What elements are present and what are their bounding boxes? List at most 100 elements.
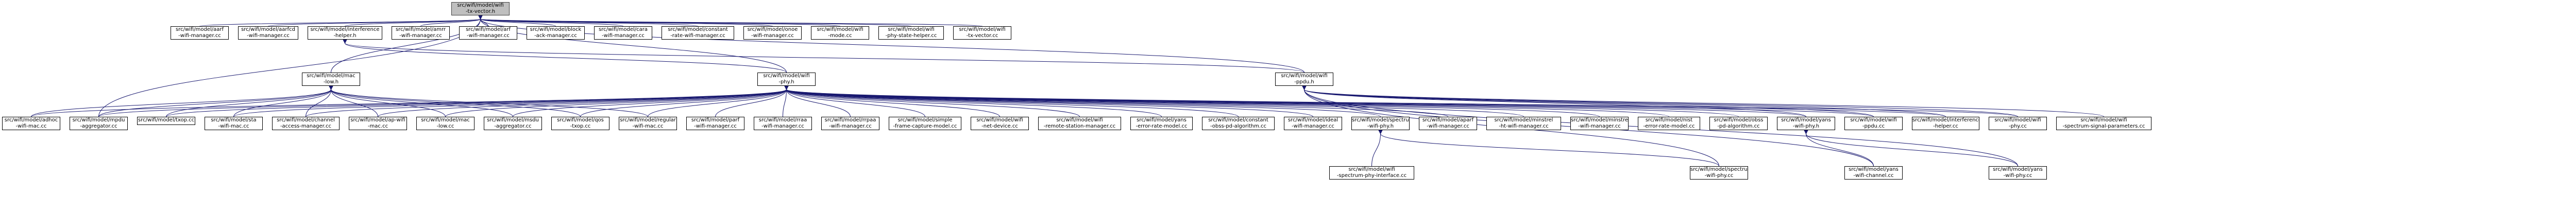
node-label-line: -pd-algorithm.cc [1717,123,1760,129]
node-label-line: src/wifi/model/spectrum [1352,117,1410,123]
node-regular-wifi-mac-cc[interactable]: src/wifi/model/regular -wifi-mac.cc [619,117,677,130]
node-interference-helper-h[interactable]: src/wifi/model/interference -helper.h [308,26,382,40]
node-spectrum-wifi-phy-cc[interactable]: src/wifi/model/spectrum -wifi-phy.cc [1690,166,1748,180]
node-label-line: -wifi-phy.h [1367,123,1394,129]
node-arf-wifi-manager-cc[interactable]: src/wifi/model/arf -wifi-manager.cc [459,26,517,40]
node-ap-wifi-mac-cc[interactable]: src/wifi/model/ap-wifi -mac.cc [349,117,407,130]
dependency-edge [784,85,1381,117]
dependency-edge [784,85,1524,117]
node-label-line: src/wifi/model/wifi [888,27,935,32]
node-minstrel-wifi-manager-cc[interactable]: src/wifi/model/minstrel -wifi-manager.cc [1570,117,1629,130]
node-amrr-wifi-manager-cc[interactable]: src/wifi/model/amrr -wifi-manager.cc [392,26,450,40]
node-block-ack-manager-cc[interactable]: src/wifi/model/block -ack-manager.cc [527,26,585,40]
dependency-edge [784,85,1313,117]
node-label-line: -net-device.cc [981,123,1018,129]
node-wifi-ppdu-h[interactable]: src/wifi/model/wifi -ppdu.h [1275,73,1333,86]
node-label-line: src/wifi/model/constant [668,27,728,32]
node-nist-error-rate-model-cc[interactable]: src/wifi/model/nist -error-rate-model.cc [1638,117,1700,130]
node-yans-wifi-channel-cc[interactable]: src/wifi/model/yans -wifi-channel.cc [1844,166,1903,180]
node-simple-frame-capture-model-cc[interactable]: src/wifi/model/simple -frame-capture-mod… [889,117,961,130]
node-yans-error-rate-model-cc[interactable]: src/wifi/model/yans -error-rate-model.cc [1130,117,1193,130]
node-minstrel-ht-wifi-manager-cc[interactable]: src/wifi/model/minstrel -ht-wifi-manager… [1486,117,1561,130]
node-wifi-spectrum-signal-parameters-cc[interactable]: src/wifi/model/wifi -spectrum-signal-par… [2056,117,2151,130]
node-label-line: -wifi-channel.cc [1853,173,1894,179]
node-wifi-ppdu-cc[interactable]: src/wifi/model/wifi -ppdu.cc [1844,117,1903,130]
node-label-line: src/wifi/model/ideal [1287,117,1338,123]
node-qos-txop-cc[interactable]: src/wifi/model/qos -txop.cc [551,117,609,130]
dependency-edge [784,85,925,117]
dependency-edge [98,15,483,117]
node-label-line: -low.h [323,79,339,85]
node-ideal-wifi-manager-cc[interactable]: src/wifi/model/ideal -wifi-manager.cc [1284,117,1342,130]
node-cara-wifi-manager-cc[interactable]: src/wifi/model/cara -wifi-manager.cc [594,26,652,40]
node-wifi-tx-vector-cc[interactable]: src/wifi/model/wifi -tx-vector.cc [953,26,1011,40]
node-label-line: src/wifi/model/cara [599,27,648,32]
node-mac-low-cc[interactable]: src/wifi/model/mac -low.cc [416,117,474,130]
node-label-line: src/wifi/model/rrpaa [824,117,876,123]
node-label-line: src/wifi/model/wifi [959,27,1006,32]
node-wifi-tx-vector-h: src/wifi/model/wifi -tx-vector.h [451,2,510,15]
dependency-edge [329,85,378,117]
node-yans-wifi-phy-h[interactable]: src/wifi/model/yans -wifi-phy.h [1777,117,1835,130]
node-label-line: src/wifi/model/wifi [1994,117,2041,123]
node-label-line: src/wifi/model/minstrel [1571,117,1629,123]
node-label-line: -wifi-mac.cc [632,123,664,129]
node-label-line: -access-manager.cc [280,123,332,129]
node-wifi-phy-state-helper-cc[interactable]: src/wifi/model/wifi -phy-state-helper.cc [878,26,944,40]
node-yans-wifi-phy-cc[interactable]: src/wifi/model/yans -wifi-phy.cc [1989,166,2047,180]
node-label-line: -wifi-manager.cc [602,33,645,39]
node-obss-pd-algorithm-cc[interactable]: src/wifi/model/obss -pd-algorithm.cc [1709,117,1768,130]
node-label-line: -wifi-manager.cc [1427,123,1469,129]
node-adhoc-wifi-mac-cc[interactable]: src/wifi/model/adhoc -wifi-mac.cc [2,117,60,130]
dependency-edge [445,85,789,117]
node-txop-cc[interactable]: src/wifi/model/txop.cc [137,117,195,125]
node-label-line: -wifi-manager.cc [1578,123,1621,129]
node-label-line: -error-rate-model.cc [1136,123,1188,129]
node-rraa-wifi-manager-cc[interactable]: src/wifi/model/rraa -wifi-manager.cc [754,117,812,130]
node-wifi-mode-cc[interactable]: src/wifi/model/wifi -mode.cc [811,26,869,40]
node-label-line: -mode.cc [828,33,852,39]
dependency-edge [1804,130,2018,167]
node-label-line: src/wifi/model/wifi [763,73,810,79]
node-label-line: -helper.h [333,33,357,39]
node-channel-access-manager-cc[interactable]: src/wifi/model/channel -access-manager.c… [272,117,340,130]
node-rrpaa-wifi-manager-cc[interactable]: src/wifi/model/rrpaa -wifi-manager.cc [821,117,879,130]
dependency-edge [1302,85,1946,117]
node-wifi-net-device-cc[interactable]: src/wifi/model/wifi -net-device.cc [971,117,1029,130]
dependency-edge [784,85,1239,117]
node-label-line: src/wifi/model/wifi [457,3,504,8]
node-wifi-spectrum-phy-interface-cc[interactable]: src/wifi/model/wifi -spectrum-phy-interf… [1329,166,1414,180]
node-label-line: -wifi-mac.cc [15,123,47,129]
node-wifi-phy-h[interactable]: src/wifi/model/wifi -phy.h [757,73,816,86]
node-interference-helper-cc[interactable]: src/wifi/model/interference -helper.cc [1912,117,1979,130]
node-label-line: -wifi-phy.h [1792,123,1820,129]
node-label-line: src/wifi/model/simple [897,117,953,123]
node-wifi-phy-cc[interactable]: src/wifi/model/wifi -phy.cc [1989,117,2047,130]
dependency-edge [329,85,648,117]
node-aarfcd-wifi-manager-cc[interactable]: src/wifi/model/aarfcd -wifi-manager.cc [238,26,298,40]
node-constant-obss-pd-algorithm-cc[interactable]: src/wifi/model/constant -obss-pd-algorit… [1202,117,1275,130]
node-label-line: -wifi-manager.cc [247,33,290,39]
node-onoe-wifi-manager-cc[interactable]: src/wifi/model/onoe -wifi-manager.cc [743,26,802,40]
node-mpdu-aggregator-cc[interactable]: src/wifi/model/mpdu -aggregator.cc [70,117,128,130]
node-label-line: -obss-pd-algorithm.cc [1210,123,1267,129]
node-label-line: -wifi-manager.cc [761,123,804,129]
dependency-edge [345,15,483,27]
node-label-line: -ht-wifi-manager.cc [1499,123,1549,129]
node-mac-low-h[interactable]: src/wifi/model/mac -low.h [302,73,360,86]
node-label-line: src/wifi/model/wifi [1850,117,1897,123]
node-wifi-remote-station-manager-cc[interactable]: src/wifi/model/wifi -remote-station-mana… [1038,117,1121,130]
node-aarf-wifi-manager-cc[interactable]: src/wifi/model/aarf -wifi-manager.cc [171,26,229,40]
node-sta-wifi-mac-cc[interactable]: src/wifi/model/sta -wifi-mac.cc [205,117,263,130]
node-aparf-wifi-manager-cc[interactable]: src/wifi/model/aparf -wifi-manager.cc [1419,117,1477,130]
dependency-edge [306,85,333,117]
dependency-edge [580,85,789,117]
node-msdu-aggregator-cc[interactable]: src/wifi/model/msdu -aggregator.cc [484,117,542,130]
node-label-line: src/wifi/model/obss [1714,117,1764,123]
node-spectrum-wifi-phy-h[interactable]: src/wifi/model/spectrum -wifi-phy.h [1351,117,1410,130]
dependency-edge [478,15,623,27]
node-label-line: src/wifi/model/minstrel [1494,117,1553,123]
node-parf-wifi-manager-cc[interactable]: src/wifi/model/parf -wifi-manager.cc [686,117,744,130]
node-constant-rate-wifi-manager-cc[interactable]: src/wifi/model/constant -rate-wifi-manag… [662,26,734,40]
